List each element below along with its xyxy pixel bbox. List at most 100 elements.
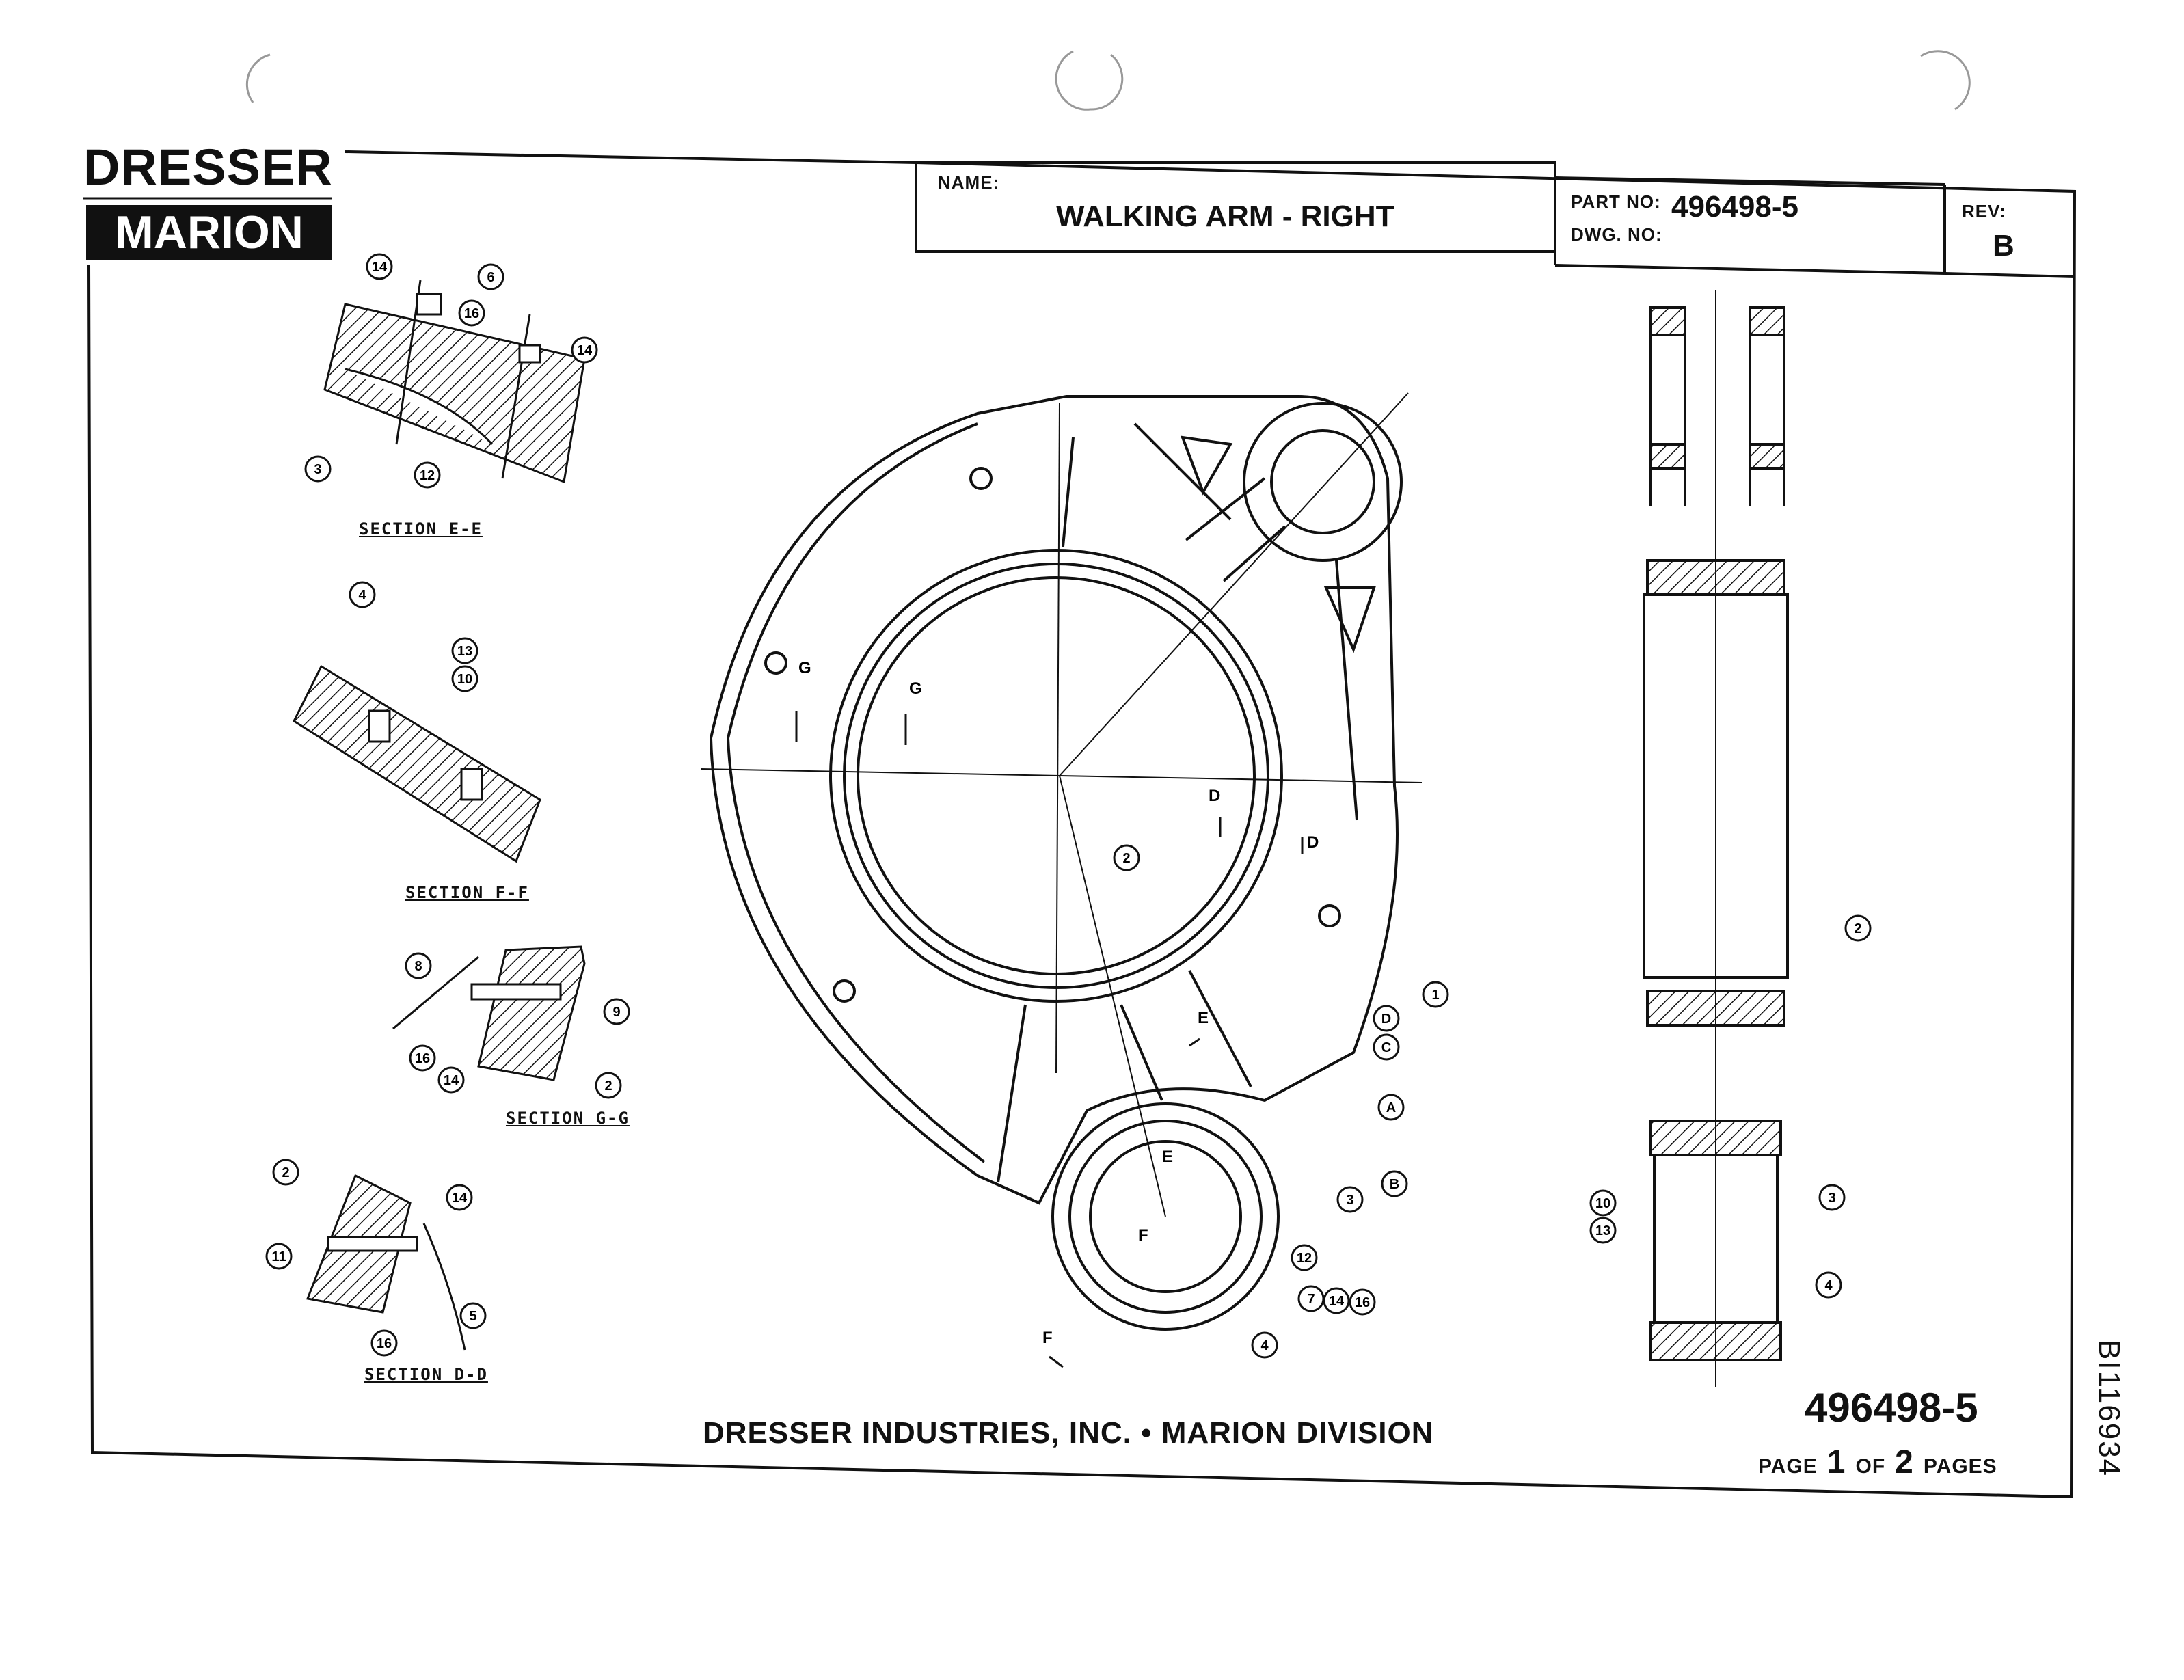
section-dd-label: SECTION D-D [364, 1365, 488, 1384]
callout-balloon [366, 253, 393, 280]
rev-label: REV: [1962, 201, 2006, 221]
dwg-no-label: DWG. NO: [1571, 224, 1662, 245]
callout-label: 13 [1595, 1223, 1610, 1238]
callout-label: 5 [469, 1309, 476, 1324]
callout-balloon [1373, 1005, 1400, 1032]
section-dd-view [306, 1174, 466, 1351]
company-name: DRESSER INDUSTRIES, INC. • MARION DIVISI… [703, 1416, 1434, 1450]
callout-balloon [1349, 1288, 1376, 1316]
callout-balloon [1251, 1331, 1278, 1359]
callout-label: D [1381, 1012, 1391, 1027]
callout-balloon [1373, 1033, 1400, 1061]
callout-label: 1 [1431, 988, 1439, 1003]
callout-label: C [1381, 1040, 1391, 1055]
callout-balloon [1377, 1094, 1405, 1121]
callout-label: 2 [282, 1165, 289, 1180]
section-mark: E [1162, 1148, 1173, 1166]
callout-label: 2 [1854, 921, 1861, 936]
callout-label: 3 [1346, 1193, 1353, 1208]
callout-label: 8 [414, 959, 422, 974]
callout-label: 10 [457, 672, 472, 687]
section-ee-view [323, 280, 586, 484]
title-block-frame [915, 161, 2075, 278]
section-mark: F [1042, 1329, 1053, 1347]
callout-label: 14 [372, 260, 388, 275]
drawing-number: 496498-5 [1805, 1385, 1978, 1431]
callout-balloon [1589, 1189, 1617, 1217]
callout-label: B [1390, 1177, 1399, 1192]
callout-balloon [446, 1184, 473, 1211]
callout-balloon [595, 1072, 622, 1099]
part-no-label: PART NO: [1571, 191, 1661, 212]
callout-label: 3 [1828, 1191, 1835, 1206]
callout-label: 14 [444, 1073, 459, 1088]
logo-marion: MARION [86, 205, 332, 260]
callout-balloon [1336, 1186, 1364, 1213]
section-mark: G [909, 679, 922, 698]
part-no-value: 496498-5 [1671, 190, 1798, 223]
pages-word: PAGES [1923, 1455, 1997, 1478]
page-word: PAGE [1758, 1455, 1818, 1478]
callout-label: 14 [1329, 1294, 1345, 1309]
section-ff-view [293, 664, 541, 863]
section-mark: D [1307, 833, 1319, 852]
drawing-border [83, 150, 2077, 1499]
callout-balloon [414, 461, 441, 489]
callout-balloon [437, 1066, 465, 1094]
callout-balloon [603, 998, 630, 1025]
callout-balloon [1113, 844, 1140, 871]
callout-balloon [571, 336, 598, 364]
side-view [1643, 290, 1789, 1387]
section-gg-label: SECTION G-G [506, 1109, 630, 1128]
section-ee-label: SECTION E-E [359, 519, 483, 539]
callout-label: 16 [1355, 1295, 1370, 1310]
callout-balloon [409, 1044, 436, 1072]
callout-label: 9 [612, 1005, 620, 1020]
callout-label: 4 [1260, 1338, 1269, 1353]
section-mark: D [1209, 787, 1220, 805]
section-arrows [795, 711, 1304, 1368]
main-view [700, 392, 1423, 1331]
page-number: 1 [1826, 1444, 1846, 1480]
callout-balloon [451, 665, 478, 692]
callout-balloon [459, 1302, 487, 1329]
callout-label: 2 [604, 1079, 612, 1094]
logo-dresser: DRESSER [83, 139, 333, 195]
callout-balloon [405, 952, 432, 979]
callout-balloon [1291, 1244, 1318, 1271]
section-gg-view [392, 945, 586, 1081]
rev-value: B [1993, 229, 2014, 262]
callout-label: 10 [1595, 1196, 1610, 1211]
binder-hole-marks [245, 50, 1971, 111]
callout-balloon [272, 1159, 299, 1186]
callout-label: 16 [377, 1336, 392, 1351]
callout-label: 16 [415, 1051, 430, 1066]
of-word: OF [1855, 1455, 1886, 1478]
callout-label: 13 [457, 644, 472, 659]
callout-label: 3 [314, 462, 321, 477]
name-label: NAME: [938, 172, 1000, 193]
callout-balloon [349, 581, 376, 608]
callout-label: 6 [487, 270, 494, 285]
callout-balloon [1381, 1170, 1408, 1197]
callout-balloon [451, 637, 478, 664]
callout-balloon [265, 1243, 293, 1270]
callout-label: 12 [1297, 1251, 1312, 1266]
callout-balloon [1818, 1184, 1846, 1211]
callout-label: 7 [1307, 1292, 1315, 1307]
callout-balloon [370, 1329, 398, 1357]
callout-label: 16 [464, 306, 479, 321]
callout-balloon [304, 455, 332, 483]
callout-balloon [477, 263, 504, 290]
page-total: 2 [1895, 1444, 1914, 1480]
callout-label: A [1386, 1100, 1396, 1115]
section-mark: E [1198, 1009, 1209, 1027]
drawing-name: WALKING ARM - RIGHT [1056, 200, 1394, 233]
callout-label: 14 [577, 343, 593, 358]
section-mark: G [798, 659, 811, 677]
callout-label: 2 [1122, 851, 1130, 866]
callout-balloon [1422, 981, 1449, 1008]
section-mark: F [1138, 1226, 1148, 1245]
